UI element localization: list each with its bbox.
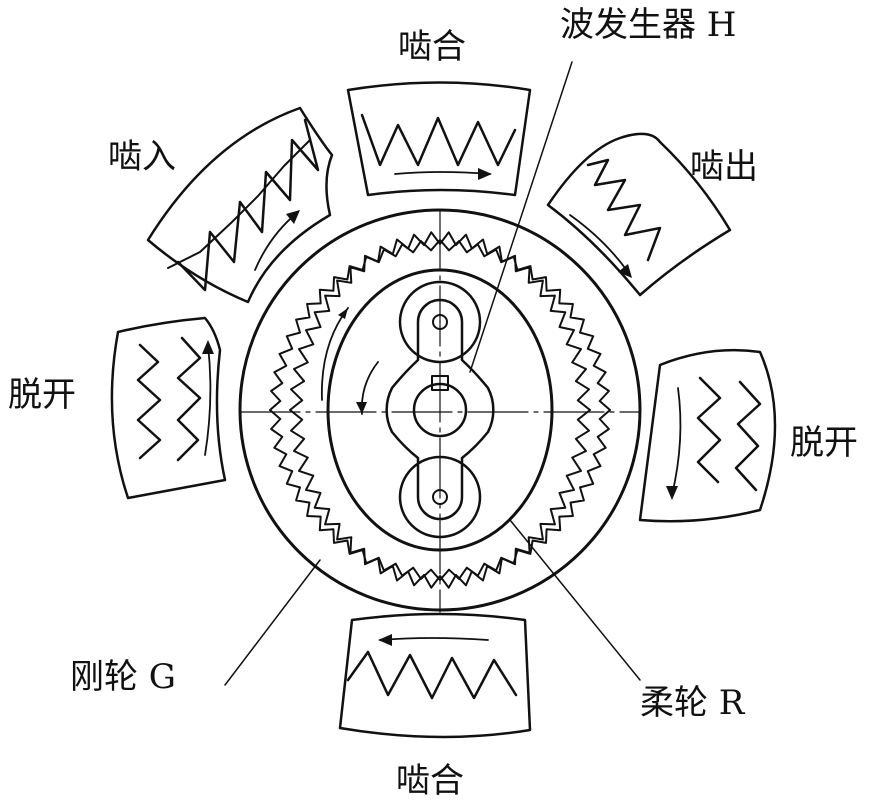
label-rigid-gear: 刚轮 G <box>70 657 176 697</box>
arrowhead <box>356 402 367 414</box>
arrowhead <box>202 340 214 354</box>
center-lines <box>239 209 641 613</box>
flexspline-teeth <box>289 231 591 589</box>
hub-circle <box>412 382 468 438</box>
teeth-zigzag <box>346 650 518 700</box>
label-disengage-left: 脱开 <box>8 375 76 415</box>
arrow-line <box>204 344 212 456</box>
arrow-line <box>379 637 489 641</box>
rigid-gear-leader <box>224 559 321 686</box>
wave-generator-leader <box>469 61 573 373</box>
panel-outline <box>146 106 334 304</box>
teeth-zigzag <box>176 336 202 462</box>
arrowhead <box>478 168 492 180</box>
panel-outline <box>346 81 532 197</box>
label-mesh-top: 啮合 <box>398 27 466 67</box>
detail-panel-disengage-left <box>110 316 227 500</box>
rotation-arrows <box>321 307 379 415</box>
rigid-gear-outer-circle <box>238 208 642 612</box>
flexspline-leader <box>509 519 641 681</box>
detail-panel-mesh-bottom <box>338 612 532 739</box>
label-mesh-bottom: 啮合 <box>396 761 464 801</box>
panel-outline <box>110 316 227 500</box>
label-flexspline: 柔轮 R <box>640 683 745 723</box>
detail-panel-engage-out <box>546 132 732 297</box>
lower-pin <box>432 489 448 505</box>
flexspline-rotation-arrow <box>321 307 349 401</box>
label-engage-out: 啮出 <box>690 147 758 187</box>
arrow-line <box>394 171 491 175</box>
detail-panel-engage-in <box>146 106 334 304</box>
panel-outline <box>338 612 532 739</box>
arrow-line <box>671 387 682 496</box>
teeth-zigzag <box>136 343 162 460</box>
arrowhead <box>338 308 348 319</box>
arrowhead <box>286 210 300 224</box>
teeth-zigzag <box>696 376 722 484</box>
lower-roller <box>398 455 482 539</box>
wave-generator <box>385 280 495 539</box>
teeth-zigzag <box>734 380 762 492</box>
label-wave-generator: 波发生器 H <box>560 5 737 45</box>
arrowhead <box>378 634 392 646</box>
wave-generator-arm <box>385 298 495 521</box>
teeth-zigzag <box>360 113 517 167</box>
detail-panel-disengage-right <box>638 348 777 523</box>
arrowhead <box>666 486 678 500</box>
panel-outline <box>638 348 777 523</box>
label-disengage-right: 脱开 <box>790 423 858 463</box>
arrowhead <box>618 264 632 278</box>
flexspline-inner-ellipse <box>326 268 554 552</box>
upper-roller <box>398 280 482 364</box>
keyway <box>431 375 449 391</box>
arrow-line <box>569 214 629 273</box>
leader-lines <box>224 61 641 686</box>
upper-pin <box>432 314 448 330</box>
label-engage-in: 啮入 <box>108 137 176 177</box>
teeth-zigzag <box>586 158 662 262</box>
teeth-zigzag <box>167 139 311 269</box>
detail-panel-mesh-top <box>346 81 532 197</box>
